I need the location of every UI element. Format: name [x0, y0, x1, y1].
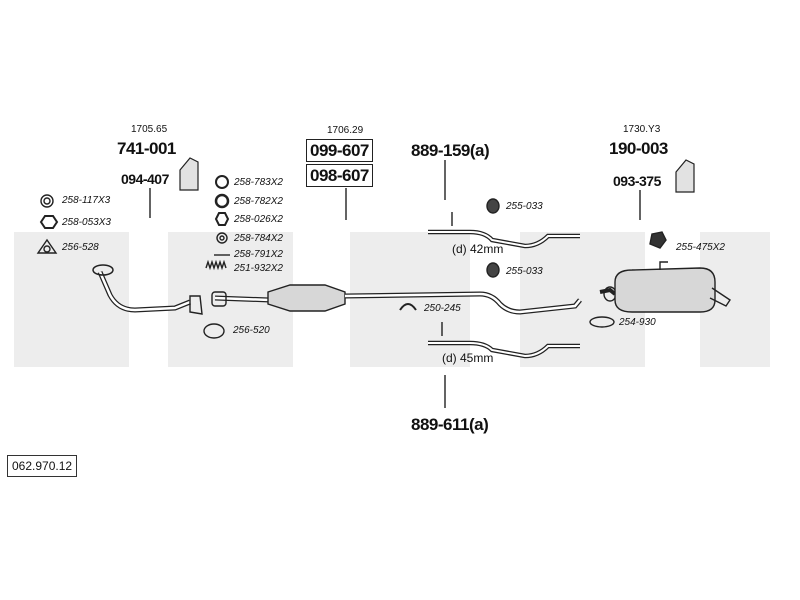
clamp-ring-icon [589, 316, 615, 328]
catalyst-body [267, 284, 346, 312]
triangle-flange-hole [43, 245, 51, 253]
cat-group-code: 1706.29 [327, 125, 364, 136]
rear-part-label[interactable]: 254-930 [619, 317, 656, 328]
cat-part-label[interactable]: 256-520 [233, 325, 270, 336]
main-pipe-inner [344, 292, 581, 314]
front-sub-part[interactable]: 094-407 [121, 171, 169, 187]
bracket-rear-icon [675, 159, 695, 193]
cat-flange [211, 291, 227, 307]
bracket-front-icon [179, 157, 199, 191]
cat-part-label[interactable]: 258-026X2 [234, 214, 283, 225]
middle-diameter-b: (d) 45mm [442, 351, 494, 365]
middle-pipe-a-outer [428, 229, 580, 249]
spring-washer-icon [215, 175, 229, 189]
cat-part-label[interactable]: 258-784X2 [234, 233, 283, 244]
front-pipe-outer [97, 271, 191, 313]
rubber-hanger-icon-2 [486, 262, 500, 278]
rear-silencer-body [614, 267, 716, 313]
cat-part-label[interactable]: 251-932X2 [234, 263, 283, 274]
gasket-ring-icon [40, 194, 54, 208]
cat-sub-part[interactable]: 098-607 [306, 164, 373, 187]
front-group-code: 1705.65 [131, 124, 168, 135]
front-main-part[interactable]: 741-001 [117, 139, 176, 158]
rear-group-code: 1730.Y3 [623, 124, 661, 135]
middle-main-part-b[interactable]: 889-611(a) [411, 415, 489, 434]
clamp-icon [399, 303, 417, 311]
front-part-label[interactable]: 258-117X3 [62, 195, 111, 206]
rubber-hanger-icon [486, 198, 500, 214]
lock-nut-icon [214, 193, 230, 209]
rear-part-label[interactable]: 255-475X2 [676, 242, 725, 253]
middle-pipe-b-inner [428, 342, 580, 358]
cat-main-part[interactable]: 099-607 [306, 139, 373, 162]
front-part-label[interactable]: 256-528 [62, 242, 99, 253]
middle-part-label[interactable]: 250-245 [424, 303, 461, 314]
middle-main-part-a[interactable]: 889-159(a) [411, 141, 490, 160]
nut-icon [39, 215, 59, 229]
middle-pipe-a-inner [428, 231, 580, 248]
rear-tailpipe [709, 287, 731, 307]
gasket-ring-inner [43, 197, 51, 205]
front-pipe-end [189, 295, 203, 315]
cat-part-label[interactable]: 258-783X2 [234, 177, 283, 188]
seal-ring-icon [203, 323, 225, 339]
cat-part-label[interactable]: 258-791X2 [234, 249, 283, 260]
front-part-label[interactable]: 258-053X3 [62, 217, 111, 228]
front-pipe-flange [92, 264, 114, 276]
rear-sub-part[interactable]: 093-375 [613, 173, 661, 189]
front-pipe-inner [98, 271, 191, 312]
rear-main-part[interactable]: 190-003 [609, 139, 668, 158]
triangle-flange-icon [36, 238, 58, 254]
washer-hole [219, 235, 225, 241]
rear-inlet [599, 287, 617, 296]
middle-diameter-a: (d) 42mm [452, 242, 504, 256]
rear-hanger [659, 261, 668, 270]
rubber-mount-icon [649, 231, 667, 249]
spring-icon [205, 259, 227, 271]
washer-icon [216, 232, 228, 244]
middle-part-label[interactable]: 255-033 [506, 266, 543, 277]
diagram-reference-number: 062.970.12 [7, 455, 78, 477]
hex-nut-icon [214, 212, 230, 226]
middle-part-label[interactable]: 255-033 [506, 201, 543, 212]
cat-part-label[interactable]: 258-782X2 [234, 196, 283, 207]
cat-inlet-inner [214, 296, 271, 302]
